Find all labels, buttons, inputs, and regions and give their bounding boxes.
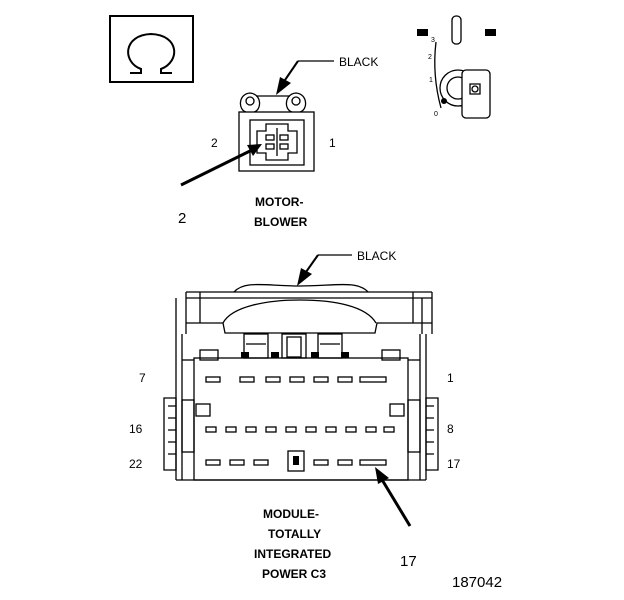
row-left-label-22: 22 — [129, 457, 143, 471]
bottom-color-label: BLACK — [357, 249, 396, 263]
bottom-connector-name-line4: POWER C3 — [262, 567, 326, 581]
key-position-3: 3 — [431, 37, 435, 44]
bottom-connector-name-line2: TOTALLY — [268, 527, 321, 541]
row-right-label-1: 1 — [447, 371, 454, 385]
row-left-label-16: 16 — [129, 422, 143, 436]
bottom-connector-name-line3: INTEGRATED — [254, 547, 331, 561]
ignition-key-icon: 3 2 1 0 — [417, 15, 496, 119]
top-color-callout: BLACK — [276, 55, 378, 95]
key-position-1: 1 — [429, 77, 433, 84]
tipm-c3-connector — [163, 283, 439, 481]
top-connector-name-line1: MOTOR- — [255, 195, 303, 209]
top-pin-right-label: 1 — [329, 136, 336, 150]
top-pin-callout-arrow — [180, 144, 262, 187]
top-color-label: BLACK — [339, 55, 378, 69]
bottom-pin-callout-arrow — [375, 467, 412, 527]
row-right-label-17: 17 — [447, 457, 461, 471]
bottom-color-callout: BLACK — [297, 249, 396, 286]
row-right-label-8: 8 — [447, 422, 454, 436]
bottom-callout-pin-label: 17 — [400, 553, 417, 570]
top-connector-name-line2: BLOWER — [254, 215, 308, 229]
bottom-connector-name-line1: MODULE- — [263, 507, 319, 521]
figure-number: 187042 — [452, 574, 502, 591]
omega-symbol-icon — [109, 15, 194, 83]
top-pin-left-label: 2 — [211, 136, 218, 150]
key-position-2: 2 — [428, 54, 432, 61]
key-position-0: 0 — [434, 111, 438, 118]
motor-blower-connector — [238, 92, 315, 172]
row-left-label-7: 7 — [139, 371, 146, 385]
top-callout-pin-label: 2 — [178, 210, 186, 227]
